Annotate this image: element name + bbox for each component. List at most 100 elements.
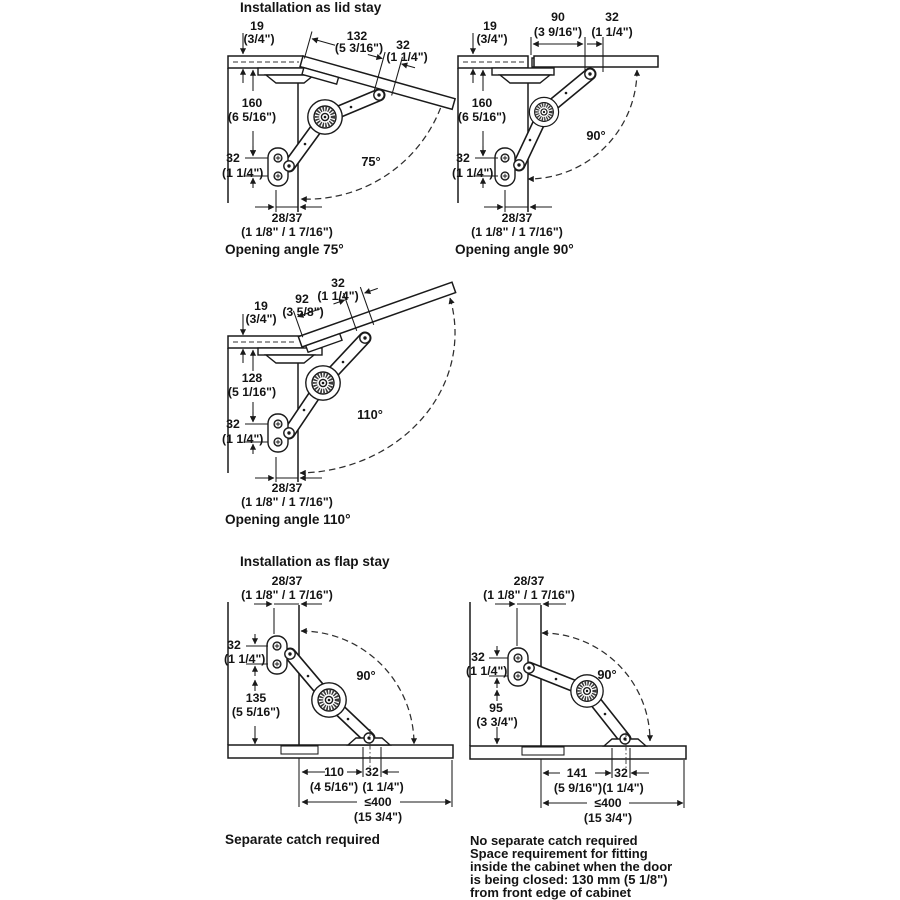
d4-cabinet	[227, 602, 300, 745]
d1-dim-160: 160 (6 5/16")	[228, 69, 276, 157]
d1-lid-bracket	[301, 66, 340, 86]
d3-rivet	[302, 408, 306, 412]
d3-hinge-lip	[264, 354, 316, 364]
d3-dim-2837: 28/37 (1 1/8" / 1 7/16")	[241, 457, 333, 509]
d2-dim-32-plate: 32 (1 1/4")	[452, 146, 498, 188]
d4-flap	[227, 729, 454, 770]
d5-dim-2837: 28/37 (1 1/8" / 1 7/16")	[483, 574, 575, 646]
d3-dim32lid-in: (1 1/4")	[317, 289, 358, 303]
diagram-lid-stay-90: 90 (3 9/16") 32 (1 1/4") 19 (3/4") 160 (…	[452, 10, 659, 257]
d2-lid-panel	[533, 55, 659, 68]
d5-base-dims: 141 32 (5 9/16") (1 1/4") ≤400 (15 3/4")	[540, 748, 685, 825]
d4-dim110-mm: 110	[324, 765, 344, 779]
d4-dim400-mm: ≤400	[364, 795, 391, 809]
d3-ext-line	[342, 292, 358, 331]
d4-rivet	[306, 674, 310, 678]
d4-caption: Separate catch required	[225, 832, 380, 847]
d5-note-line: is being closed: 130 mm (5 1/8")	[470, 872, 668, 887]
d5-dim32base-in: (1 1/4")	[602, 781, 643, 795]
d3-caption: Opening angle 110°	[225, 512, 351, 527]
d5-flap-panel	[469, 745, 687, 760]
d1-opening-arc	[300, 97, 446, 203]
d2-angle-label: 90°	[586, 128, 605, 143]
d3-dim128-in: (5 1/16")	[228, 385, 276, 399]
d5-dim95-mm: 95	[489, 701, 503, 715]
d4-dim32base-in: (1 1/4")	[362, 780, 403, 794]
d2-top-dims: 90 (3 9/16") 32 (1 1/4")	[530, 10, 633, 72]
d5-dim400-in: (15 3/4")	[584, 811, 632, 825]
d3-ext-line	[359, 286, 375, 325]
d3-stay-mechanism	[268, 331, 372, 452]
d1-cabinet	[227, 55, 323, 212]
d3-dim2837-mm: 28/37	[272, 481, 303, 495]
d4-dim110-in: (4 5/16")	[310, 780, 358, 794]
d5-rivet	[554, 677, 558, 681]
d5-note-line: Space requirement for fitting	[470, 846, 648, 861]
d2-dim-160: 160 (6 5/16")	[458, 69, 506, 157]
d1-rivet	[349, 105, 353, 109]
d1-hinge-lip	[264, 74, 316, 84]
d3-ext-line	[292, 310, 304, 338]
d1-dim2837-in: (1 1/8" / 1 7/16")	[241, 225, 333, 239]
d1-ext-line	[391, 56, 403, 96]
d3-dim32lid-mm: 32	[331, 276, 345, 290]
d3-lid-pivot	[359, 332, 371, 344]
d3-rivet	[341, 360, 345, 364]
d1-dim-19: 19 (3/4")	[239, 19, 275, 83]
d4-dim-2837: 28/37 (1 1/8" / 1 7/16")	[241, 574, 333, 634]
d2-dim2837-in: (1 1/8" / 1 7/16")	[471, 225, 563, 239]
d2-dim32lid-in: (1 1/4")	[591, 25, 632, 39]
d4-spring-hub	[312, 683, 346, 717]
d2-dim90-in: (3 9/16")	[534, 25, 582, 39]
d1-caption: Opening angle 75°	[225, 242, 344, 257]
d5-dim400-mm: ≤400	[594, 796, 621, 810]
d2-mounting-plate	[495, 148, 515, 186]
d4-dim135-in: (5 5/16")	[232, 705, 280, 719]
d5-dim2837-mm: 28/37	[514, 574, 545, 588]
d4-dim2837-mm: 28/37	[272, 574, 303, 588]
d2-dim19-mm: 19	[483, 19, 497, 33]
d2-dim19-in: (3/4")	[476, 32, 507, 46]
d4-dim-135: 135 (5 5/16")	[232, 679, 280, 745]
d4-rivet	[346, 717, 350, 721]
d1-dim32-arrow	[401, 62, 416, 69]
d1-dim32plate-in: (1 1/4")	[222, 166, 263, 180]
d2-lid-pivot	[584, 68, 596, 80]
d3-top-labels: 32 (1 1/4") 92 (3 5/8") 19 (3/4")	[239, 276, 359, 363]
d3-dim-32-plate: 32 (1 1/4")	[222, 412, 268, 454]
d2-rivet	[528, 138, 532, 142]
d4-stay-mechanism	[267, 636, 376, 745]
d1-ext-line	[373, 51, 386, 91]
d3-dim32plate-mm: 32	[226, 417, 240, 431]
d5-rivet	[603, 712, 607, 716]
d2-stay-mechanism	[495, 67, 597, 186]
d5-dim95-in: (3 3/4")	[476, 715, 517, 729]
d5-dim141-in: (5 9/16")	[554, 781, 602, 795]
lid-stay-title: Installation as lid stay	[240, 0, 382, 15]
d3-dim2837-in: (1 1/8" / 1 7/16")	[241, 495, 333, 509]
d1-dim2837-mm: 28/37	[272, 211, 303, 225]
d2-dim32lid-mm: 32	[605, 10, 619, 24]
d5-dim141-mm: 141	[567, 766, 588, 780]
d3-angle-label: 110°	[357, 407, 383, 422]
d3-dim32-arrow	[364, 287, 378, 295]
d3-dim92-mm: 92	[295, 292, 309, 306]
d2-opening-arc	[527, 69, 641, 183]
d4-opening-arc	[300, 627, 418, 745]
d2-dim160-mm: 160	[472, 96, 493, 110]
d5-upper-pivot	[523, 662, 535, 674]
d1-dim160-mm: 160	[242, 96, 263, 110]
d4-dim32plate-mm: 32	[227, 638, 241, 652]
d2-lower-pivot	[513, 159, 525, 171]
d4-dim2837-in: (1 1/8" / 1 7/16")	[241, 588, 333, 602]
d3-cabinet	[227, 335, 323, 482]
d5-note-line: from front edge of cabinet	[470, 885, 632, 900]
d3-spring-hub	[306, 366, 340, 400]
d2-dim32plate-in: (1 1/4")	[452, 166, 493, 180]
d4-mounting-plate	[267, 636, 287, 674]
d3-dim19-mm: 19	[254, 299, 268, 313]
d1-dim132-arrow	[367, 53, 383, 60]
d5-note-line: No separate catch required	[470, 833, 638, 848]
d4-dim-32-plate: 32 (1 1/4")	[224, 634, 268, 676]
